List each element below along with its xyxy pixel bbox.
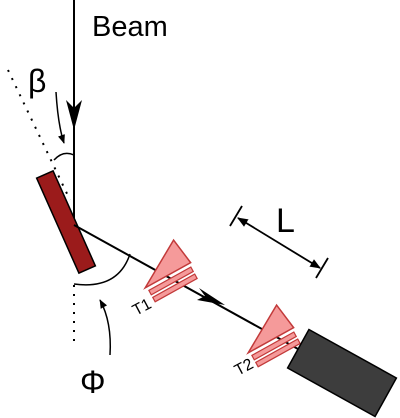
beta-pointer-arrow [55, 91, 65, 144]
length-tick-left [229, 205, 243, 227]
length-tick-right [315, 257, 329, 279]
beta-label: β [28, 63, 46, 99]
phi-label: Φ [80, 364, 106, 400]
incident-beam-arrowhead [66, 100, 82, 130]
length-label: L [276, 202, 295, 240]
detector [286, 328, 398, 418]
phi-pointer-arrow [99, 299, 112, 356]
beta-angle-arc [53, 152, 75, 161]
crystal-sample [35, 169, 97, 275]
surface-normal-dotted-line [7, 69, 71, 201]
beam-label: Beam [92, 11, 168, 43]
scattered-beam-arrowhead [197, 288, 225, 305]
target2-label: T2 [232, 356, 257, 380]
target-t2 [246, 303, 301, 368]
target1-label: T1 [130, 296, 155, 320]
target-t1 [143, 238, 198, 303]
length-dimension-line [237, 217, 321, 269]
phi-angle-arc [73, 253, 131, 286]
